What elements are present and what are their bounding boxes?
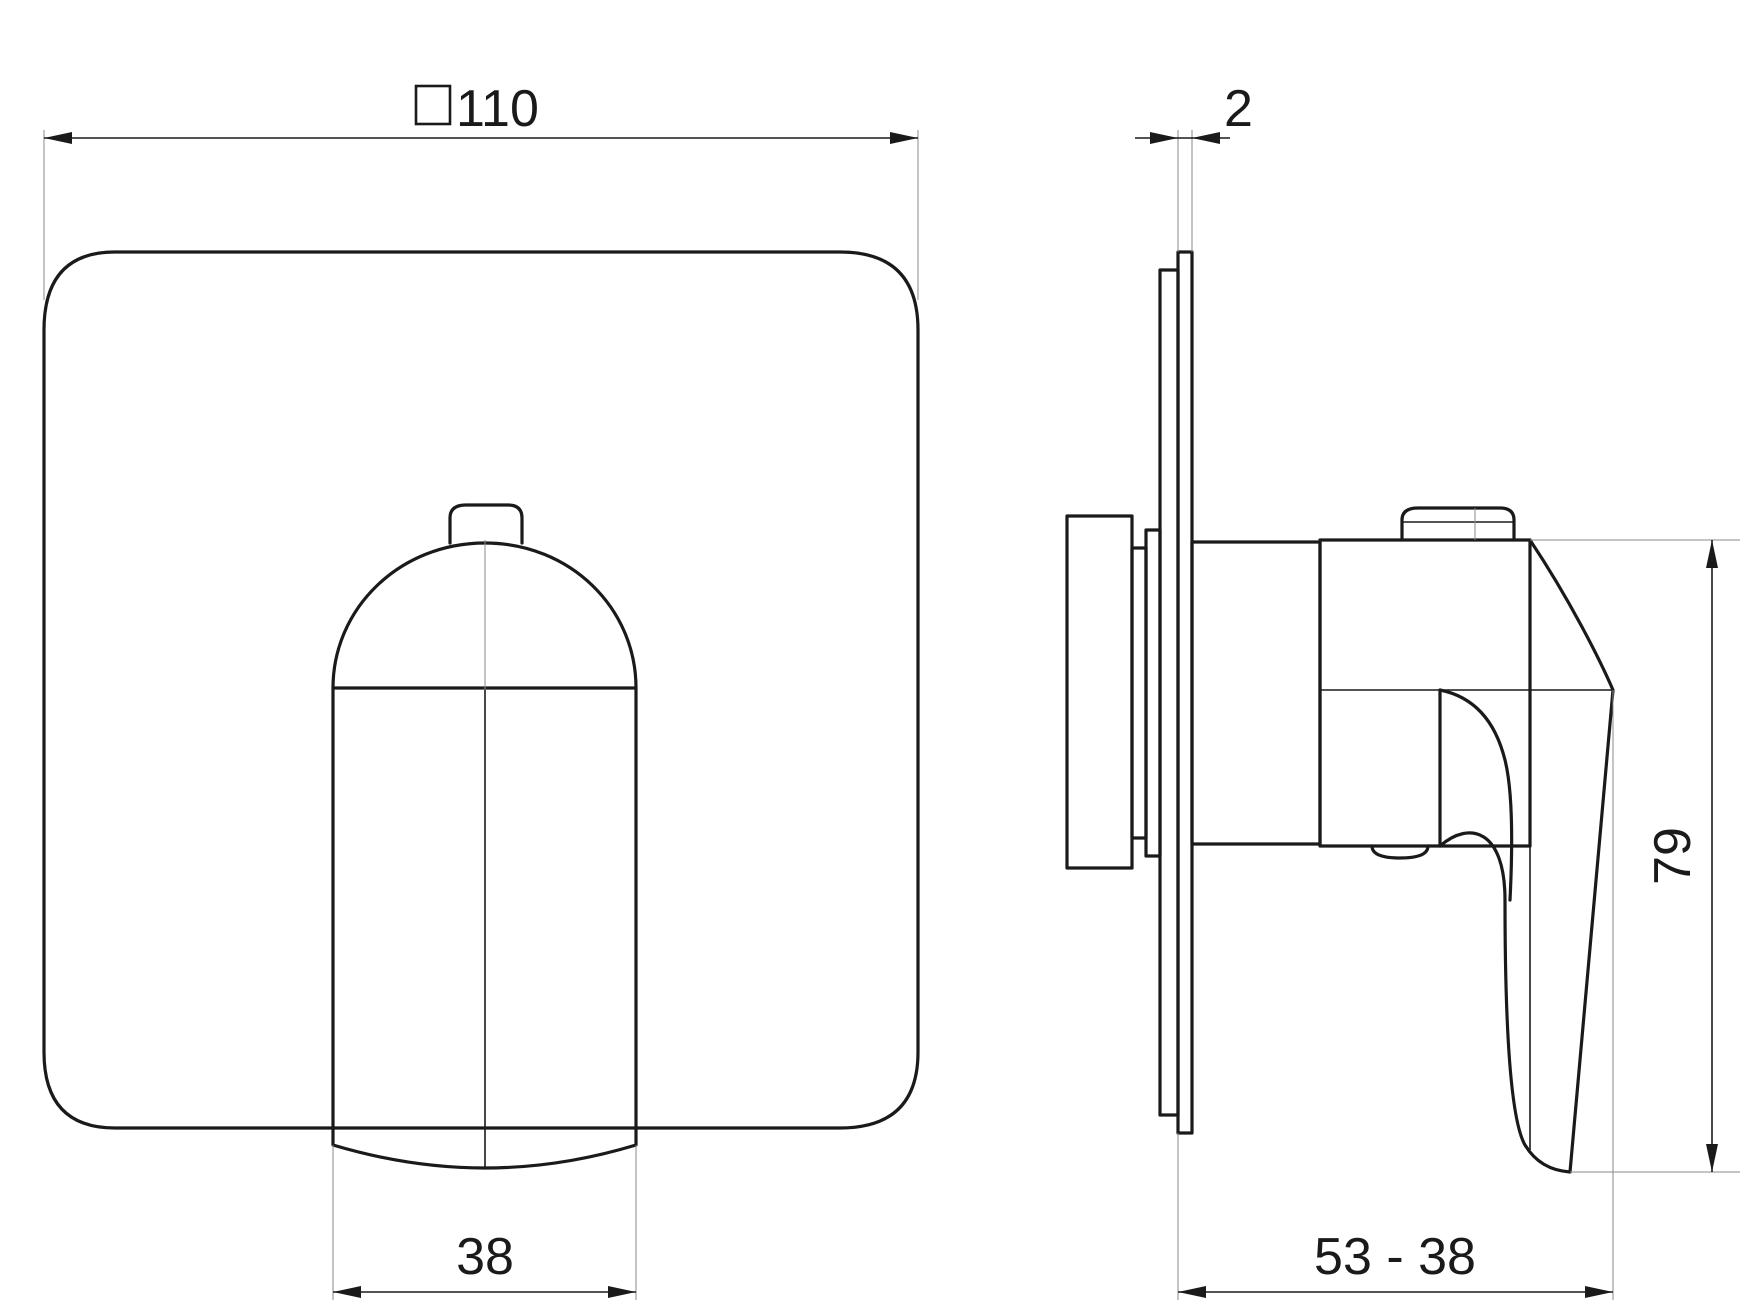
dimension-plate-width: 110 [43, 80, 919, 300]
dimension-plate-thickness: 2 [1135, 80, 1253, 252]
plate-thickness-value: 2 [1224, 80, 1253, 138]
side-bottom-screw [1370, 844, 1430, 860]
handle-width-value: 38 [456, 1228, 514, 1286]
projection-value: 53 - 38 [1314, 1228, 1476, 1286]
side-handle-hub [1318, 538, 1532, 848]
side-indicator-knob [1400, 506, 1516, 542]
side-body [1190, 540, 1322, 846]
side-cover-plate-front [1176, 250, 1194, 1135]
front-view [42, 250, 920, 1170]
side-rosette [1065, 514, 1134, 870]
dimension-handle-height: 79 [1530, 539, 1740, 1173]
front-cover-plate [42, 250, 920, 1130]
side-cover-plate [1158, 268, 1180, 1117]
dimension-handle-width: 38 [332, 1145, 637, 1300]
dimension-projection: 53 - 38 [1177, 690, 1614, 1300]
side-lever [1438, 538, 1615, 1174]
side-view [1065, 250, 1615, 1174]
side-sleeve [1144, 528, 1162, 858]
handle-height-value: 79 [1644, 827, 1702, 885]
square-symbol [414, 84, 452, 126]
plate-width-value: 110 [456, 80, 539, 138]
side-spacer [1130, 546, 1148, 840]
front-indicator-knob [448, 503, 524, 545]
